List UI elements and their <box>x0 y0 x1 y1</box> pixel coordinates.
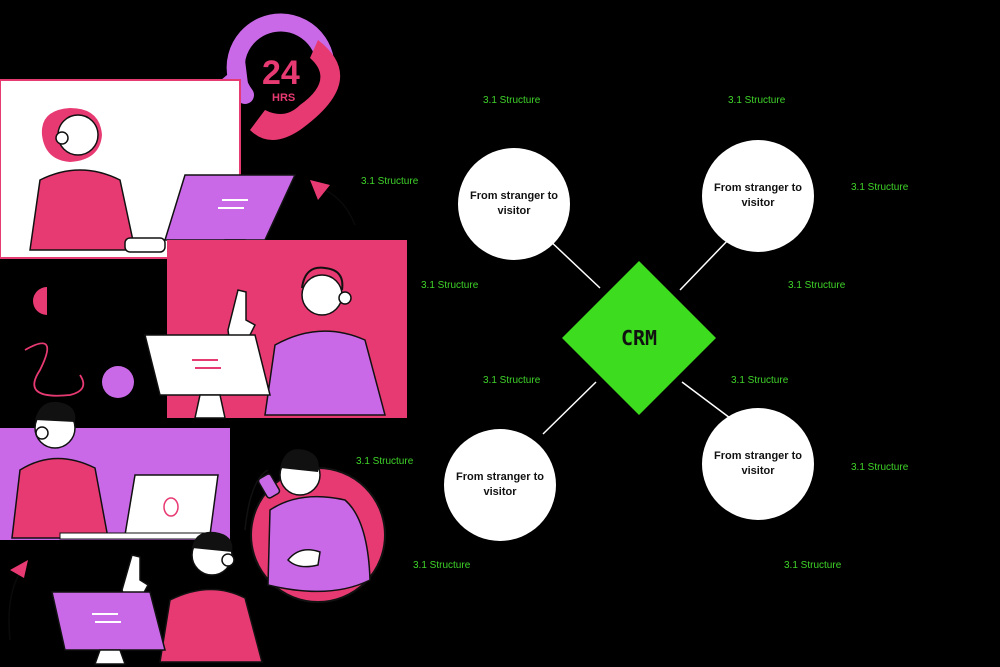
connector-line <box>679 237 731 291</box>
crm-hub: CRM <box>562 261 716 415</box>
connector-line <box>542 381 597 435</box>
structure-label: 3.1 Structure <box>731 375 789 386</box>
structure-label: 3.1 Structure <box>788 280 846 291</box>
stage-node: From stranger to visitor <box>444 429 556 541</box>
stage-node-label: From stranger to visitor <box>455 471 544 498</box>
stage-node: From stranger to visitor <box>702 140 814 252</box>
stage-node: From stranger to visitor <box>702 408 814 520</box>
call-center-illustration: 24 HRS <box>0 13 407 665</box>
badge-number: 24 <box>262 54 300 92</box>
structure-label: 3.1 Structure <box>361 176 419 187</box>
connector-line <box>681 381 731 419</box>
stage-node-label: From stranger to visitor <box>713 450 802 477</box>
structure-label: 3.1 Structure <box>421 280 479 291</box>
crm-label: CRM <box>620 326 658 350</box>
agent-panel-3 <box>0 401 230 540</box>
structure-label: 3.1 Structure <box>728 95 786 106</box>
agent-panel-4 <box>51 531 263 665</box>
crm-diamond-shape <box>562 261 716 415</box>
stage-node: From stranger to visitor <box>458 148 570 260</box>
badge-unit: HRS <box>272 92 295 104</box>
connector-line <box>546 237 601 289</box>
structure-label: 3.1 Structure <box>356 456 414 467</box>
structure-label: 3.1 Structure <box>784 560 842 571</box>
stage-node-label: From stranger to visitor <box>469 190 558 217</box>
agent-panel-2 <box>144 240 407 419</box>
structure-label: 3.1 Structure <box>851 182 909 193</box>
agent-panel-1 <box>0 79 297 259</box>
structure-label: 3.1 Structure <box>413 560 471 571</box>
structure-label: 3.1 Structure <box>851 462 909 473</box>
stage-node-label: From stranger to visitor <box>713 182 802 209</box>
structure-label: 3.1 Structure <box>483 375 541 386</box>
structure-label: 3.1 Structure <box>483 95 541 106</box>
agent-on-phone-circle <box>244 449 386 603</box>
